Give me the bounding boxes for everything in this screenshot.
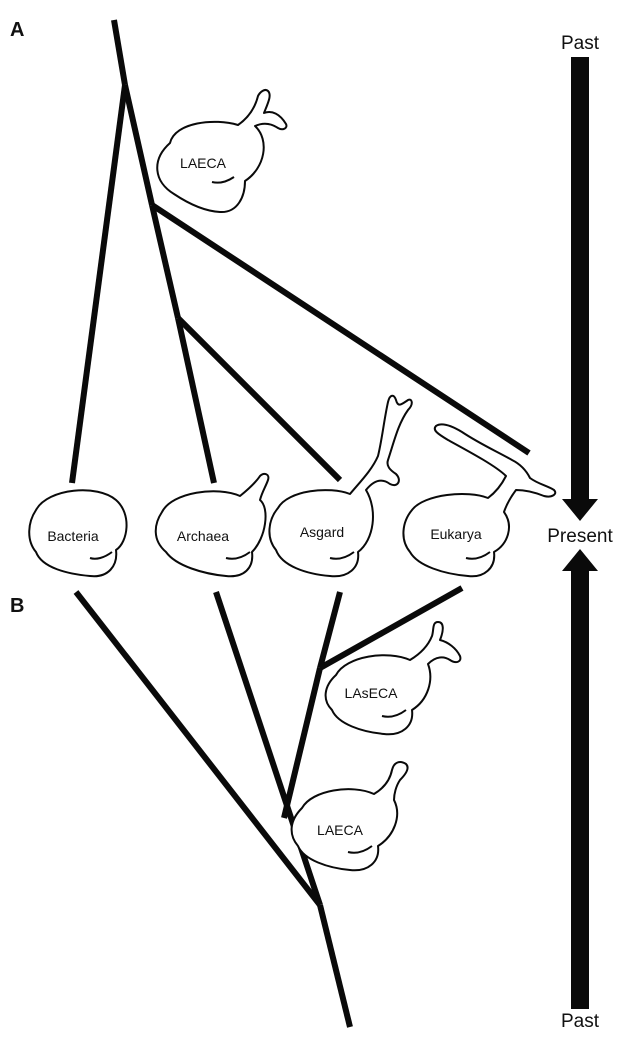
panel-a-bacteria-branch bbox=[69, 84, 128, 484]
panel-a-archaeal-stem bbox=[122, 84, 155, 206]
eukarya-cell-shape bbox=[402, 423, 557, 578]
panel-b-lasec-label: LAsECA bbox=[345, 685, 399, 701]
panel-b-laeca-cell-shape bbox=[290, 761, 409, 872]
bacteria-cell-shape bbox=[28, 489, 128, 578]
panel-a-asgard-branch bbox=[175, 315, 343, 483]
archaea-cell-shape bbox=[154, 472, 270, 578]
archaea-label: Archaea bbox=[177, 528, 229, 544]
panel-b-asgard-branch bbox=[317, 591, 343, 669]
eukarya-fold bbox=[465, 551, 491, 560]
asgard-cell: Asgard bbox=[268, 394, 413, 578]
panel-b-eukarya-branch bbox=[318, 585, 464, 671]
panel-a-root-stem bbox=[111, 19, 128, 86]
panel-b-bacteria-branch bbox=[73, 590, 323, 907]
panel-b-laeca-cell: LAECA bbox=[290, 761, 409, 872]
panel-b-lasec-fold bbox=[381, 709, 407, 718]
asgard-fold bbox=[329, 551, 355, 560]
time-axis: Past Present Past bbox=[547, 33, 613, 1032]
time-axis-top-label: Past bbox=[561, 33, 600, 54]
time-axis-up-arrowhead bbox=[562, 549, 598, 571]
time-axis-upper-shaft bbox=[571, 57, 589, 501]
panel-b-lasec-cell-shape bbox=[324, 621, 462, 736]
panel-a-eukarya-branch bbox=[150, 202, 531, 456]
asgard-label: Asgard bbox=[300, 524, 344, 540]
archaea-cell: Archaea bbox=[154, 472, 270, 578]
panel-a-label: A bbox=[10, 19, 24, 41]
eukarya-label: Eukarya bbox=[430, 526, 482, 542]
time-axis-bottom-label: Past bbox=[561, 1011, 600, 1032]
time-axis-down-arrowhead bbox=[562, 499, 598, 521]
archaea-fold bbox=[225, 551, 251, 560]
panel-a-laeca-cell-shape bbox=[156, 88, 288, 214]
panel-b-asgard-stem bbox=[281, 667, 323, 819]
panel-a-archaea-asgard-stem bbox=[149, 204, 181, 319]
panel-a-tree bbox=[69, 19, 531, 484]
bacteria-cell: Bacteria bbox=[28, 489, 128, 578]
panel-a-laeca-fold bbox=[211, 176, 235, 184]
asgard-cell-shape bbox=[268, 394, 413, 578]
panel-a-archaea-branch bbox=[175, 317, 217, 484]
time-axis-present-label: Present bbox=[547, 526, 613, 547]
panel-b-archaea-branch bbox=[213, 591, 323, 906]
panel-a-laeca-cell: LAECA bbox=[156, 88, 288, 214]
panel-b-lasec-cell: LAsECA bbox=[324, 621, 462, 736]
panel-b-root-stem bbox=[317, 904, 353, 1028]
panel-b-laeca-fold bbox=[347, 845, 373, 854]
bacteria-fold bbox=[89, 551, 113, 560]
panel-a-laeca-label: LAECA bbox=[180, 155, 227, 171]
panel-b-tree bbox=[73, 585, 464, 1028]
panel-b-label: B bbox=[10, 595, 24, 617]
time-axis-lower-shaft bbox=[571, 569, 589, 1009]
panel-b-laeca-label: LAECA bbox=[317, 822, 364, 838]
bacteria-label: Bacteria bbox=[47, 528, 99, 544]
eukarya-cell: Eukarya bbox=[402, 423, 557, 578]
